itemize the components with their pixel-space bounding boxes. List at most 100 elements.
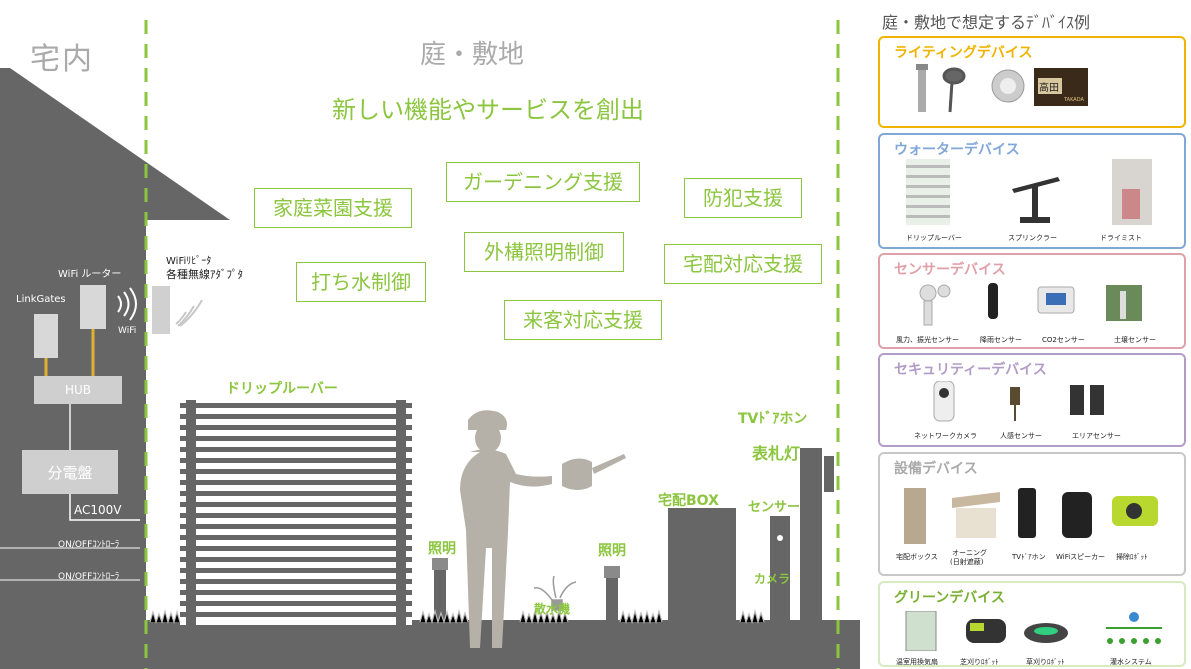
sensor-caption-4: 土壌センサー xyxy=(1114,336,1156,344)
soil-sensor-icon xyxy=(1106,285,1142,321)
weed-robot-icon xyxy=(1024,623,1068,643)
green-caption-4: 灌水システム xyxy=(1110,658,1152,666)
delivery-box-icon xyxy=(904,488,926,544)
panel-water-title: ウォーターデバイス xyxy=(894,142,1020,158)
tv-doorphone-icon xyxy=(1018,488,1036,538)
distribution-panel-box xyxy=(22,450,118,494)
panel-equipment: 設備デバイス 宅配ボックス オーニング (日射遮蔽) TVﾄﾞｱホン WiFiス… xyxy=(878,452,1186,576)
cleaning-robot-icon xyxy=(1112,496,1158,526)
repeater-label-1: WiFiﾘﾋﾟｰﾀ xyxy=(166,256,212,267)
panel-lighting: ライティングデバイス 高田 TAKADA xyxy=(878,36,1186,128)
repeater-label-2: 各種無線ｱﾀﾞﾌﾟﾀ xyxy=(166,268,243,281)
door-post xyxy=(800,448,822,620)
ground-strip xyxy=(0,620,860,669)
repeater-waves-icon xyxy=(175,299,203,327)
ac-label: AC100V xyxy=(74,503,122,517)
panel-security-title: セキュリティーデバイス xyxy=(894,362,1047,378)
sprinkler-thumb xyxy=(1012,177,1060,223)
awning-icon xyxy=(952,492,1000,538)
hub-box xyxy=(34,376,122,404)
drip-louver-thumb xyxy=(906,159,950,225)
water-caption-3: ドライミスト xyxy=(1100,234,1142,242)
camera-label: カメラ xyxy=(754,572,791,586)
wifi-label: WiFi xyxy=(118,326,137,336)
green-caption-2: 芝刈りﾛﾎﾞｯﾄ xyxy=(960,658,999,666)
service-exterior-lighting: 外構照明制御 xyxy=(464,232,624,272)
panel-green-title: グリーンデバイス xyxy=(894,590,1005,606)
nameplate-roman: TAKADA xyxy=(1063,97,1084,103)
green-caption-1: 温室用換気扇 xyxy=(896,658,938,666)
garden-light-1-head xyxy=(432,558,448,570)
sensor-caption-2: 降雨センサー xyxy=(980,336,1022,344)
lawn-robot-icon xyxy=(966,619,1006,643)
water-caption-2: スプリンクラー xyxy=(1008,234,1057,242)
sensor-caption-3: CO2センサー xyxy=(1042,336,1085,344)
green-caption-3: 草刈りﾛﾎﾞｯﾄ xyxy=(1026,658,1065,666)
panel-equipment-title: 設備デバイス xyxy=(894,461,978,477)
light-label-2: 照明 xyxy=(598,543,626,559)
sprinkler-label: 散水機 xyxy=(534,602,571,616)
motion-sensor-icon xyxy=(1010,387,1020,421)
sensor-camera-icon xyxy=(777,535,783,541)
greenhouse-fan-icon xyxy=(905,611,937,651)
headline: 新しい機能やサービスを創出 xyxy=(332,96,644,124)
indoor-zone-title: 宅内 xyxy=(30,42,94,77)
gardener-silhouette xyxy=(460,410,626,648)
panel-sensor: センサーデバイス 風力、振光センサー 降雨センサー CO2センサー 土壌センサー xyxy=(878,253,1186,349)
panel-security: セキュリティーデバイス ネットワークカメラ 人感センサー エリアセンサー xyxy=(878,353,1186,447)
panel-lighting-title: ライティングデバイス xyxy=(894,45,1033,61)
panel-sensor-title: センサーデバイス xyxy=(894,262,1006,278)
security-caption-1: ネットワークカメラ xyxy=(914,432,977,440)
delivery-box-label: 宅配BOX xyxy=(658,493,719,509)
linkgates-device xyxy=(34,314,58,358)
drip-louver-graphic xyxy=(180,400,412,625)
distribution-panel-label: 分電盤 xyxy=(47,464,93,482)
nameplate-light-label: 表札灯 xyxy=(752,444,801,463)
bollard-light-icon xyxy=(918,66,926,112)
garden-light-2 xyxy=(606,566,618,622)
wifi-router-label: WiFi ルーター xyxy=(58,269,122,280)
irrigation-system-icon xyxy=(1106,612,1162,644)
drip-louver-label: ドリップルーバー xyxy=(226,381,338,397)
service-security: 防犯支援 xyxy=(684,178,802,218)
equipment-caption-2: オーニング xyxy=(952,549,987,557)
onoff-controller-label-1: ON/OFFｺﾝﾄﾛｰﾗ xyxy=(58,540,120,550)
security-thumbs xyxy=(933,381,1104,422)
linkgates-label: LinkGates xyxy=(16,294,66,305)
rain-sensor-icon xyxy=(988,283,998,319)
wifi-speaker-icon xyxy=(1062,492,1092,538)
panel-water: ウォーターデバイス ドリップルーバー スプリンクラー ドライミスト xyxy=(878,133,1186,249)
onoff-controller-label-2: ON/OFFｺﾝﾄﾛｰﾗ xyxy=(58,572,120,582)
grass xyxy=(149,608,765,625)
green-thumbs xyxy=(905,611,1162,651)
equipment-caption-3: (日射遮蔽) xyxy=(950,558,984,566)
network-camera-icon xyxy=(933,381,955,422)
equipment-caption-6: 掃除ﾛﾎﾞｯﾄ xyxy=(1116,553,1148,561)
hub-label: HUB xyxy=(64,383,92,397)
co2-sensor-icon xyxy=(1037,286,1075,314)
nameplate-kanji: 高田 xyxy=(1039,81,1059,94)
spot-light-icon xyxy=(942,67,966,113)
security-caption-3: エリアセンサー xyxy=(1072,432,1121,440)
light-label-1: 照明 xyxy=(428,541,456,557)
wind-sensor-icon xyxy=(919,284,951,326)
wifi-waves-icon xyxy=(117,287,137,321)
area-sensor-icon xyxy=(1070,385,1104,415)
nameplate-light xyxy=(824,456,834,492)
security-caption-2: 人感センサー xyxy=(1000,432,1042,440)
tv-doorphone-label: TVﾄﾞｱホン xyxy=(738,411,808,427)
sensor-caption-1: 風力、振光センサー xyxy=(896,336,959,344)
service-delivery: 宅配対応支援 xyxy=(664,244,822,284)
service-water-sprinkle: 打ち水制御 xyxy=(296,262,426,302)
sensor-label: センサー xyxy=(748,500,801,515)
panel-green: グリーンデバイス 温室用換気扇 芝刈りﾛﾎﾞｯﾄ 草刈りﾛﾎﾞｯﾄ 灌水システム xyxy=(878,581,1186,667)
garden-zone-title: 庭・敷地 xyxy=(420,40,525,70)
scene-graphics xyxy=(0,20,860,669)
service-gardening: ガーデニング支援 xyxy=(446,162,640,202)
water-caption-1: ドリップルーバー xyxy=(906,234,962,242)
water-thumbs xyxy=(906,159,1152,225)
service-home-garden: 家庭菜園支援 xyxy=(254,188,412,228)
ac-line xyxy=(69,494,140,521)
lighting-thumbs: 高田 TAKADA xyxy=(916,64,1088,113)
sprinkler-graphic xyxy=(533,575,577,611)
